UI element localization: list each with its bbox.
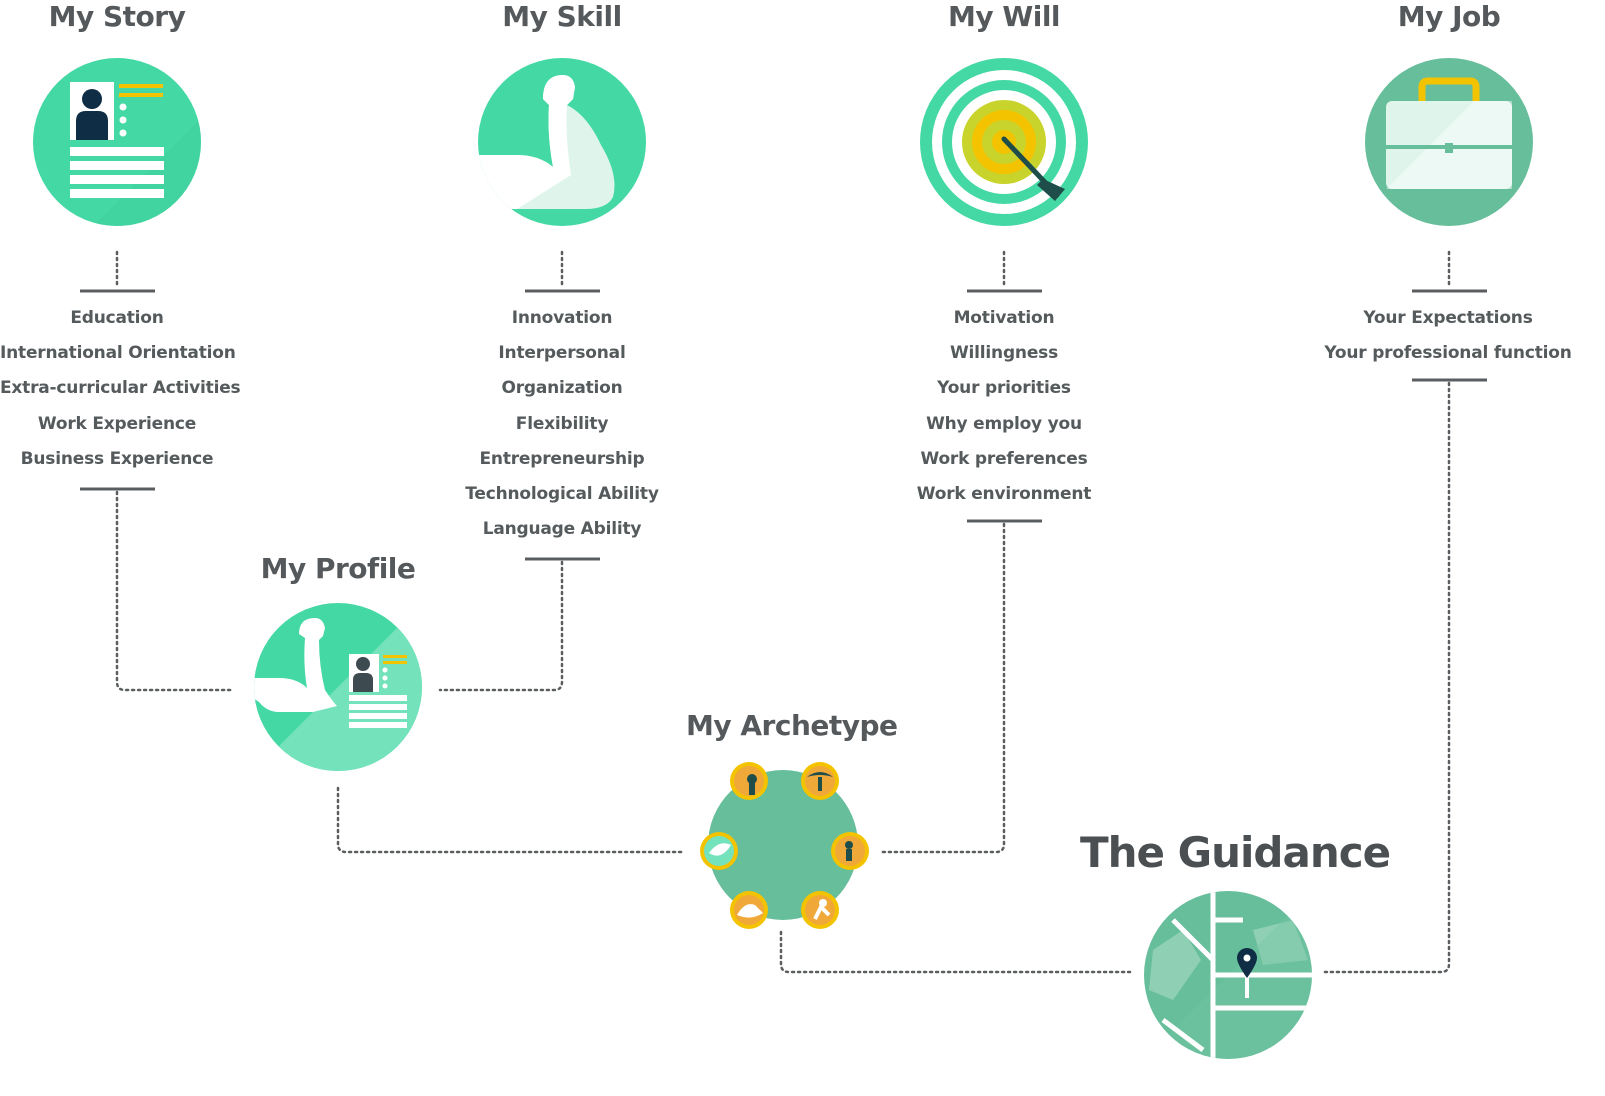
list-item: Your Expectations — [1363, 308, 1533, 328]
archetype-badge-icon — [730, 762, 768, 800]
list-item: Technological Ability — [465, 483, 659, 504]
list-item: Extra-curricular Activities — [0, 378, 241, 399]
list-item: Entrepreneurship — [479, 448, 645, 469]
my-will-title: My Will — [947, 0, 1061, 33]
list-item: Willingness — [949, 343, 1058, 364]
list-item: Language Ability — [482, 519, 642, 540]
list-item: Your professional function — [1324, 343, 1572, 364]
list-item: Business Experience — [20, 448, 214, 469]
my-archetype-title: My Archetype — [686, 709, 898, 742]
list-item: Interpersonal — [498, 343, 626, 364]
archetype-badge-icon — [730, 891, 768, 929]
archetype-badge-icon — [801, 762, 839, 800]
list-item: Work Experience — [37, 413, 197, 434]
flexed-arm-icon — [478, 58, 646, 226]
list-item: Your priorities — [937, 378, 1071, 399]
arm-and-resume-icon — [254, 603, 422, 771]
archetype-badge-icon — [801, 891, 839, 929]
list-item: International Orientation — [0, 343, 236, 364]
my-will-list: Motivation Willingness Your priorities W… — [896, 301, 1112, 512]
my-job-list: Your Expectations Your professional func… — [1320, 301, 1576, 371]
list-item: Work environment — [916, 483, 1092, 504]
archetype-wheel-icon — [700, 762, 869, 929]
map-pin-icon — [1144, 891, 1312, 1059]
list-item: Organization — [501, 378, 623, 399]
list-item: Motivation — [953, 308, 1055, 328]
my-skill-list: Innovation Interpersonal Organization Fl… — [440, 301, 684, 547]
briefcase-icon — [1365, 58, 1533, 226]
list-item: Why employ you — [926, 413, 1082, 434]
list-item: Flexibility — [515, 413, 609, 434]
my-story-title: My Story — [48, 0, 186, 33]
archetype-badge-icon — [831, 832, 869, 870]
archetype-badge-icon — [700, 832, 738, 870]
my-story-list: Education International Orientation Extr… — [0, 301, 241, 477]
resume-icon — [33, 58, 201, 226]
the-guidance-title: The Guidance — [1080, 828, 1391, 877]
my-profile-title: My Profile — [260, 552, 416, 585]
list-item: Innovation — [511, 308, 613, 328]
my-job-title: My Job — [1397, 0, 1501, 33]
target-icon — [920, 58, 1088, 226]
list-item: Work preferences — [920, 448, 1088, 469]
my-skill-title: My Skill — [502, 0, 622, 33]
list-item: Education — [70, 308, 164, 328]
